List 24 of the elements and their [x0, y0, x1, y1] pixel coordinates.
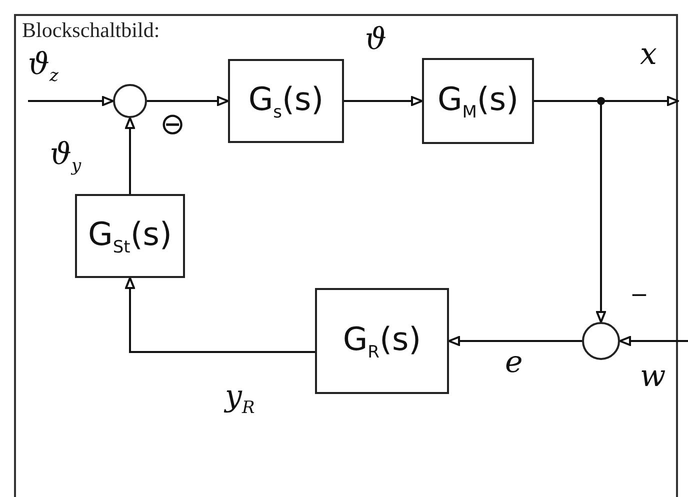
arrow: [28, 96, 114, 106]
signal-label: ϑ$_{z}$: [28, 50, 58, 85]
signal-label: w: [640, 362, 666, 392]
arrow: [147, 96, 229, 106]
sign-label: ⊖: [160, 110, 186, 140]
arrow: [534, 96, 679, 106]
sign-label: −: [630, 285, 648, 307]
arrow: [344, 96, 423, 106]
transfer-function-block: G$_{M}$(s): [422, 58, 534, 144]
arrow: [448, 336, 582, 346]
arrow: [125, 277, 315, 353]
summing-junction: [582, 322, 620, 360]
signal-label: ϑ: [365, 25, 386, 55]
title: Blockschaltbild:: [22, 18, 160, 43]
arrow: [619, 336, 688, 346]
signal-label: ϑ$_{y}$: [50, 140, 82, 175]
transfer-function-block: G$_{St}$(s): [75, 194, 185, 278]
signal-label: e: [505, 348, 523, 378]
transfer-function-block: G$_{s}$(s): [228, 59, 344, 143]
signal-label: y$_{R}$: [225, 382, 255, 417]
transfer-function-block: G$_{R}$(s): [315, 288, 449, 394]
signal-label: x: [640, 40, 657, 70]
arrow: [125, 117, 135, 194]
summing-junction: [113, 84, 147, 118]
